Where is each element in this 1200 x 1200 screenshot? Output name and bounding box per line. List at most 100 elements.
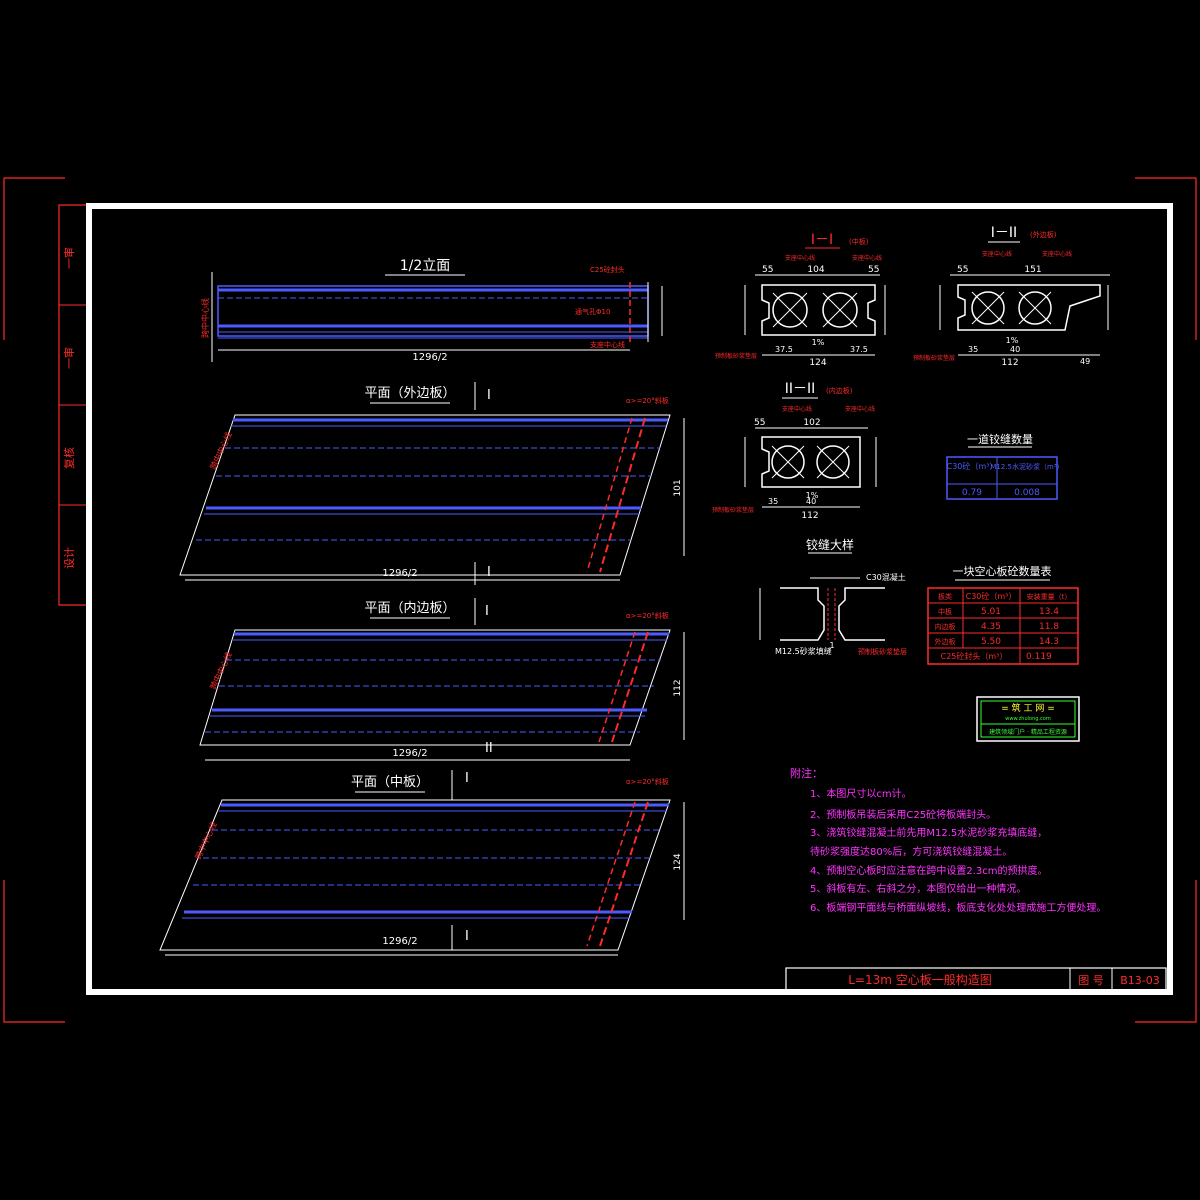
table1-head-m125: M12.5水泥砂浆（m³） — [990, 462, 1063, 471]
plan-inner-right-dim: 112 — [673, 679, 683, 696]
svg-text:预制板砂浆垫层: 预制板砂浆垫层 — [715, 352, 757, 360]
plan-inner-mark: II — [485, 741, 493, 756]
svg-text:1296/2: 1296/2 — [382, 936, 417, 947]
plan-outer-view: 平面（外边板） I 1296/2 I 101 α>=20°斜板 跨中中心线 — [179, 382, 685, 585]
table2-row1-c30: 5.01 — [981, 607, 1001, 617]
svg-text:1: 1 — [829, 641, 834, 650]
corner-marks — [3, 177, 1197, 1023]
svg-text:预制板砂浆垫层: 预制板砂浆垫层 — [913, 354, 955, 362]
svg-text:支座中心线: 支座中心线 — [845, 405, 875, 413]
table1-c30-value: 0.79 — [962, 488, 982, 498]
svg-text:C25砼封头: C25砼封头 — [590, 265, 625, 274]
note-2: 2、预制板吊装后采用C25砼将板端封头。 — [810, 808, 996, 821]
section-2-sub: (外边板) — [1030, 230, 1057, 239]
table2-row3-type: 外边板 — [935, 637, 956, 646]
table2-row2-c30: 4.35 — [981, 622, 1001, 632]
side-label-4: 设计 — [63, 547, 76, 569]
title-block: L=13m 空心板一般构造图 图 号 B13-03 — [785, 967, 1167, 991]
section-3-top: 102 — [803, 418, 820, 428]
notes: 附注： 1、本图尺寸以cm计。 2、预制板吊装后采用C25砼将板端封头。 3、浇… — [790, 766, 1106, 914]
svg-text:I: I — [465, 771, 469, 786]
logo-title: = 筑 工 网 = — [1001, 702, 1055, 714]
section-1-bottom: 124 — [809, 358, 826, 368]
plan-mid-right-dim: 124 — [673, 853, 683, 870]
plan-outer-dim: 1296/2 — [382, 568, 417, 579]
section-1-left: 55 — [762, 265, 773, 275]
plan-outer-title: 平面（外边板） — [364, 386, 455, 401]
plan-mid-view: 平面（中板） I 1296/2 I 124 α>=20°斜板 跨中中心线 — [159, 770, 685, 956]
section-2-slope: 1% — [1006, 336, 1019, 345]
plan-mid-title: 平面（中板） — [351, 775, 429, 790]
svg-text:I: I — [485, 604, 489, 619]
svg-text:α>=20°斜板: α>=20°斜板 — [626, 611, 669, 620]
section-1-top: 104 — [807, 265, 824, 275]
section-3-slope: 1% — [806, 491, 819, 500]
joint-detail: 铰缝大样 C30混凝土 M12.5砂浆填缝 预制板砂浆垫层 1 — [759, 537, 907, 656]
table1-head-c30: C30砼（m³） — [947, 461, 998, 471]
svg-text:支座中心线: 支座中心线 — [785, 254, 815, 262]
main-frame — [86, 203, 1173, 995]
drawing-no-label: 图 号 — [1078, 974, 1104, 987]
section-1-b1: 37.5 — [775, 345, 793, 354]
svg-text:支座中心线: 支座中心线 — [852, 254, 882, 262]
section-2-b3: 49 — [1080, 357, 1090, 366]
logo-sub: 建筑领域门户 · 精品工程资源 — [989, 728, 1067, 736]
table-joint-qty: 一道铰缝数量 C30砼（m³） M12.5水泥砂浆（m³） 0.79 0.008 — [946, 432, 1064, 500]
section-2-title: I－II — [991, 225, 1017, 241]
elevation-title: 1/2立面 — [400, 258, 451, 274]
table2-footer-label: C25砼封头（m³） — [941, 651, 1008, 661]
section-1-title: I－I — [811, 232, 833, 248]
svg-text:跨中中心线: 跨中中心线 — [208, 430, 234, 470]
table2-row3-weight: 14.3 — [1039, 637, 1059, 647]
svg-text:支座中心线: 支座中心线 — [590, 340, 625, 349]
table1-m125-value: 0.008 — [1014, 488, 1040, 498]
note-3: 3、浇筑铰缝混凝土前先用M12.5水泥砂浆充填底缝， — [810, 826, 1047, 839]
joint-m125: M12.5砂浆填缝 — [775, 646, 832, 656]
svg-text:跨中中心线: 跨中中心线 — [208, 650, 234, 690]
section-1-slope: 1% — [812, 338, 825, 347]
elevation-dim: 1296/2 — [412, 352, 447, 363]
note-3b: 待砂浆强度达80%后，方可浇筑铰缝混凝土。 — [810, 845, 1012, 858]
section-3-b1: 35 — [768, 497, 778, 506]
drawing-title: L=13m 空心板一般构造图 — [848, 972, 992, 987]
plan-outer-right-dim: 101 — [673, 479, 683, 496]
joint-c30: C30混凝土 — [866, 572, 906, 582]
svg-text:I: I — [487, 565, 491, 580]
svg-text:支座中心线: 支座中心线 — [1042, 250, 1072, 258]
svg-text:α>=20°斜板: α>=20°斜板 — [626, 777, 669, 786]
table2-head-type: 板类 — [938, 592, 952, 601]
note-1: 1、本图尺寸以cm计。 — [810, 787, 912, 800]
logo-stamp: = 筑 工 网 = www.zhulong.com 建筑领域门户 · 精品工程资… — [976, 696, 1080, 742]
plan-outer-mark: I — [487, 388, 491, 403]
table2-row1-weight: 13.4 — [1039, 607, 1059, 617]
side-label-3: 复核 — [62, 447, 76, 469]
svg-text:跨中中心线: 跨中中心线 — [193, 820, 219, 860]
svg-text:通气孔Φ10: 通气孔Φ10 — [575, 307, 610, 316]
table2-row3-c30: 5.50 — [981, 637, 1001, 647]
section-1-sub: (中板) — [849, 237, 869, 246]
table2-row1-type: 中板 — [938, 607, 952, 616]
elevation-view: 1/2立面 1296/2 跨中中心线 C25砼封头 通气孔Φ10 支座中心线 — [200, 258, 663, 363]
section-2-top: 151 — [1024, 265, 1041, 275]
svg-text:预制板砂浆垫层: 预制板砂浆垫层 — [712, 506, 754, 514]
plan-outer-skew: α>=20°斜板 — [626, 396, 669, 405]
joint-other: 预制板砂浆垫层 — [858, 647, 907, 656]
note-5: 5、斜板有左、右斜之分，本图仅给出一种情况。 — [810, 882, 1026, 895]
section-2-b1: 35 — [968, 345, 978, 354]
joint-title: 铰缝大样 — [806, 537, 854, 552]
note-4: 4、预制空心板时应注意在跨中设置2.3cm的预拱度。 — [810, 864, 1048, 877]
side-strip: 一审 一审 复核 设计 — [58, 204, 88, 606]
section-3-title: II－II — [785, 381, 816, 397]
section-2-left: 55 — [957, 265, 968, 275]
svg-text:I: I — [465, 929, 469, 944]
section-3-left: 55 — [754, 418, 765, 428]
section-1-b2: 37.5 — [850, 345, 868, 354]
section-2-bottom: 112 — [1001, 358, 1018, 368]
logo-url: www.zhulong.com — [1005, 716, 1051, 722]
table1-title: 一道铰缝数量 — [967, 432, 1033, 446]
section-3-sub: (内边板) — [826, 386, 853, 395]
table2-row2-type: 内边板 — [935, 622, 956, 631]
table2-head-weight: 安装重量（t） — [1027, 592, 1072, 601]
drawing-no: B13-03 — [1120, 974, 1160, 987]
section-3-b2: 40 — [806, 497, 816, 506]
